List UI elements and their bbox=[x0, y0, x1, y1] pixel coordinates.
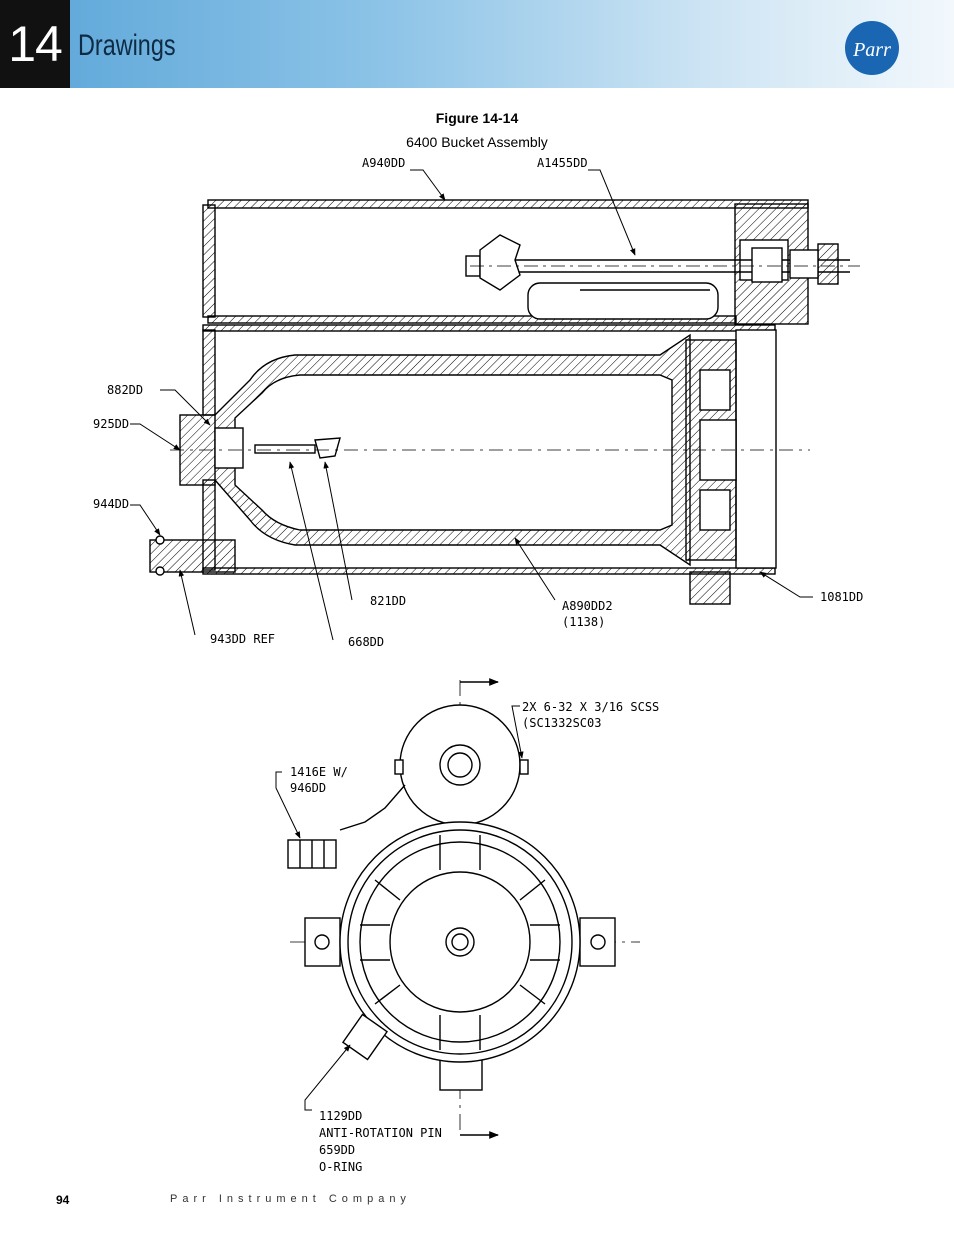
label-925dd: 925DD bbox=[93, 417, 129, 431]
top-view bbox=[287, 678, 640, 1139]
top-view-leaders bbox=[275, 705, 524, 1111]
side-view-labels: A940DD A1455DD 882DD 925DD 944DD 943DD R… bbox=[93, 156, 863, 649]
label-a1455dd: A1455DD bbox=[537, 156, 588, 170]
label-821dd: 821DD bbox=[370, 594, 406, 608]
label-944dd: 944DD bbox=[93, 497, 129, 511]
label-scss: 2X 6-32 X 3/16 SCSS bbox=[522, 700, 659, 714]
label-943dd-ref: 943DD REF bbox=[210, 632, 275, 646]
label-o-ring: O-RING bbox=[319, 1160, 362, 1174]
label-a890dd2: A890DD2 bbox=[562, 599, 613, 613]
label-1129dd: 1129DD bbox=[319, 1109, 362, 1123]
side-section-view bbox=[149, 199, 860, 605]
label-946dd: 946DD bbox=[290, 781, 326, 795]
side-view-leaders bbox=[130, 169, 813, 641]
page-header: 14 Drawings Parr bbox=[0, 0, 954, 88]
label-668dd: 668DD bbox=[348, 635, 384, 649]
label-659dd: 659DD bbox=[319, 1143, 355, 1157]
label-882dd: 882DD bbox=[107, 383, 143, 397]
company-name: Parr Instrument Company bbox=[170, 1193, 411, 1205]
chapter-title: Drawings bbox=[78, 29, 176, 62]
parr-logo-icon: Parr bbox=[845, 21, 899, 75]
label-anti-rotation-pin: ANTI-ROTATION PIN bbox=[319, 1126, 442, 1140]
label-1416e: 1416E W/ bbox=[290, 765, 348, 779]
figure-subtitle: 6400 Bucket Assembly bbox=[406, 134, 548, 150]
chapter-number: 14 bbox=[0, 0, 70, 88]
label-a940dd: A940DD bbox=[362, 156, 405, 170]
label-scss-part: (SC1332SC03 bbox=[522, 716, 601, 730]
figure-title: Figure 14-14 bbox=[435, 110, 519, 126]
page-number: 94 bbox=[56, 1193, 70, 1207]
svg-text:Parr: Parr bbox=[852, 39, 891, 61]
top-view-labels: 2X 6-32 X 3/16 SCSS (SC1332SC03 1416E W/… bbox=[290, 700, 659, 1174]
label-a890dd2-sub: (1138) bbox=[562, 615, 605, 629]
label-1081dd: 1081DD bbox=[820, 590, 863, 604]
